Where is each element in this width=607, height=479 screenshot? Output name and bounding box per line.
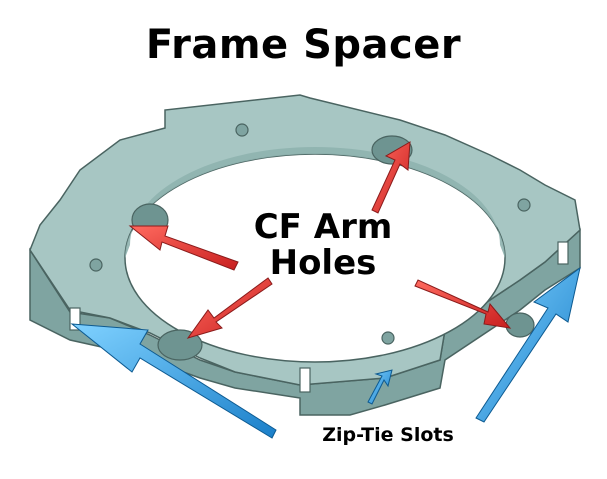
spacer-ring	[29, 94, 581, 416]
zip-tie-slots-label: Zip-Tie Slots	[322, 424, 454, 446]
diagram-title: Frame Spacer	[145, 22, 462, 68]
cf-arm-holes-line2: Holes	[269, 242, 377, 283]
cf-arm-holes-label: CF Arm Holes	[228, 207, 418, 283]
cf-arm-holes-line1: CF Arm	[253, 207, 393, 247]
red-arrows	[128, 141, 512, 339]
blue-arrows	[70, 266, 581, 439]
